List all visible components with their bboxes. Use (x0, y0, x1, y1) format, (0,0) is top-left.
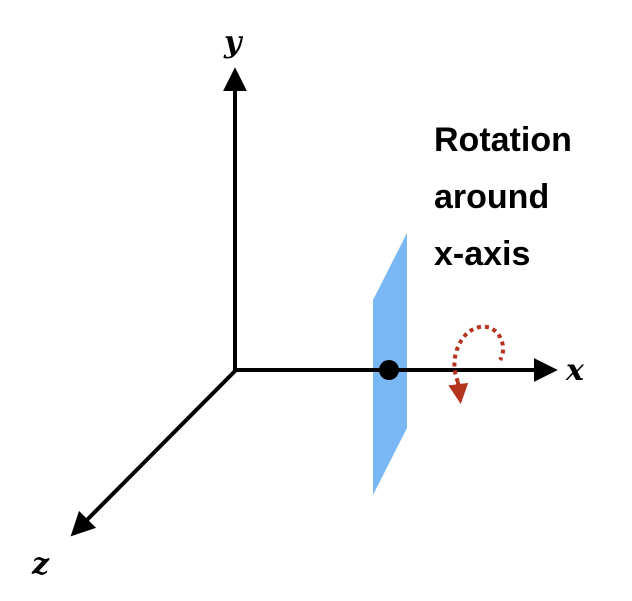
y-axis-label: y (223, 25, 244, 60)
rotation-arrow-tail (448, 381, 469, 404)
caption-line-1: Rotation (434, 121, 572, 159)
rotation-arrow (452, 324, 506, 383)
pivot-point (379, 360, 399, 380)
z-axis (70, 368, 238, 537)
x-axis-label: x (565, 353, 585, 388)
caption-line-2: around (434, 178, 550, 216)
diagram-caption: Rotation around x-axis (434, 112, 624, 283)
z-axis-label: z (31, 547, 50, 582)
caption-line-3: x-axis (434, 235, 531, 273)
